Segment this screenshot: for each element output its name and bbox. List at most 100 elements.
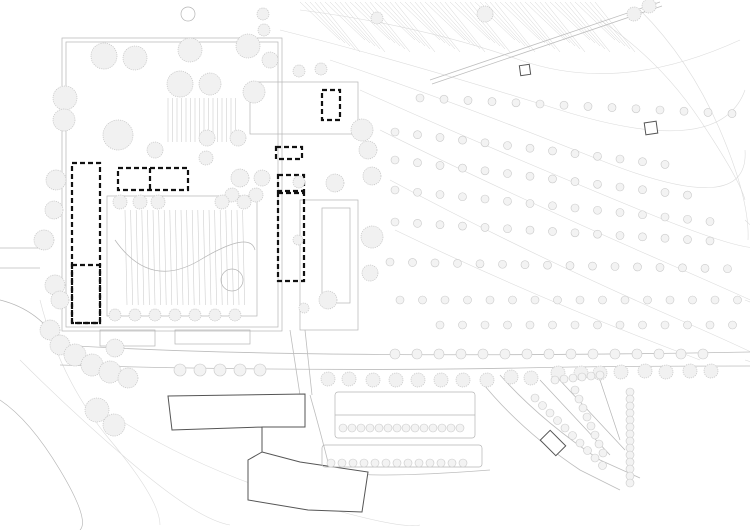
tree — [553, 295, 562, 305]
hatch-line — [359, 1, 401, 47]
field-row — [135, 209, 139, 306]
hatch-line — [424, 1, 466, 41]
tree — [230, 168, 250, 188]
tree — [455, 348, 467, 360]
tree — [703, 108, 713, 117]
tree — [381, 458, 391, 468]
tree — [458, 163, 467, 173]
tree — [625, 478, 635, 488]
tree — [50, 290, 70, 310]
tree — [102, 413, 126, 437]
field-row — [147, 209, 150, 306]
tree — [428, 423, 438, 433]
tree — [112, 194, 128, 210]
tree — [683, 190, 692, 200]
tree — [550, 375, 560, 385]
tree — [341, 371, 357, 387]
tree — [168, 308, 182, 322]
field-row — [124, 209, 128, 306]
tree — [198, 129, 216, 147]
field-row — [219, 209, 223, 306]
tree — [433, 372, 449, 388]
tree — [570, 177, 580, 186]
tree — [410, 372, 426, 388]
tree — [350, 118, 374, 142]
tree — [198, 72, 222, 96]
tree — [598, 461, 607, 470]
tree — [520, 260, 530, 270]
tree — [633, 262, 642, 272]
tree — [177, 37, 203, 63]
tree — [543, 260, 552, 270]
field-row — [152, 209, 156, 306]
tree — [485, 295, 495, 305]
tree — [326, 458, 336, 468]
hatch-line — [364, 1, 406, 50]
tree — [362, 166, 382, 186]
hatch-line — [299, 1, 341, 41]
tree — [499, 348, 511, 360]
tree — [188, 308, 202, 322]
hatch-line — [349, 1, 391, 41]
field-row — [141, 209, 145, 306]
tree — [361, 264, 379, 282]
tree — [610, 262, 620, 271]
tree — [678, 263, 687, 273]
tree — [52, 108, 76, 132]
tree — [503, 169, 512, 178]
tree — [710, 295, 720, 305]
tree — [675, 348, 687, 360]
tree — [411, 348, 423, 360]
tree — [593, 180, 602, 189]
tree — [458, 458, 468, 468]
tree — [292, 175, 306, 189]
hatch-line — [464, 1, 506, 50]
tree — [436, 458, 446, 468]
tree — [586, 421, 596, 431]
tree — [615, 154, 625, 164]
hatch-line — [519, 1, 561, 53]
field-row — [236, 209, 240, 306]
hatch-line — [559, 1, 601, 47]
hatch-line — [499, 1, 541, 41]
tree — [653, 348, 665, 360]
tree — [548, 320, 557, 330]
tree — [356, 423, 366, 433]
field-row — [186, 209, 189, 306]
tree — [565, 261, 575, 270]
hatch-line — [324, 1, 366, 41]
tree — [593, 205, 602, 215]
tree — [530, 295, 540, 305]
tree — [543, 348, 555, 360]
hatch-line — [494, 1, 536, 53]
tree — [365, 372, 381, 388]
tree — [588, 261, 597, 271]
tree — [253, 169, 271, 187]
tree — [146, 141, 164, 159]
tree — [90, 42, 118, 70]
hatch-line — [459, 1, 501, 47]
hatch-line — [384, 1, 426, 47]
tree — [435, 161, 445, 170]
tree — [390, 185, 400, 195]
tree — [705, 320, 715, 330]
tree — [44, 200, 64, 220]
tree — [559, 100, 569, 110]
tree — [455, 423, 465, 433]
tree — [583, 102, 593, 111]
tree — [370, 458, 380, 468]
hatch-line — [394, 1, 436, 53]
tree — [348, 458, 358, 468]
tree — [570, 320, 580, 330]
tree — [430, 258, 440, 268]
hatch-line — [444, 1, 486, 53]
tree — [261, 51, 279, 69]
hatch-line — [419, 1, 461, 53]
tree — [108, 308, 122, 322]
tree — [538, 401, 547, 410]
tree — [590, 453, 600, 463]
tree — [586, 371, 596, 381]
tree — [418, 295, 427, 305]
tree — [705, 236, 715, 246]
